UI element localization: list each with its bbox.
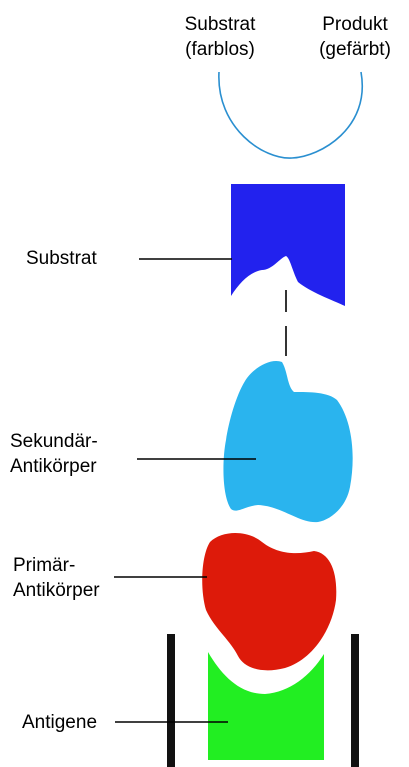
label-substrate: Substrat [26,248,97,269]
label-primary-antibody: Primär- Antikörper [13,553,100,603]
label-substrate-colorless: Substrat (farblos) [160,12,280,62]
label-product-line1: Produkt [322,14,388,35]
reaction-arc [218,71,364,159]
secondary-antibody-shape [223,360,353,523]
label-product-colored: Produkt (gefärbt) [300,12,409,62]
antigen-shape [208,652,324,760]
label-primary-line1: Primär- [13,555,76,576]
substrate-block [231,184,345,306]
well-right-wall [351,634,359,767]
label-secondary-antibody: Sekundär- Antikörper [10,429,98,479]
primary-antibody-shape [202,533,337,671]
label-substrate-top-line2: (farblos) [185,39,255,60]
label-primary-line2: Antikörper [13,580,100,601]
label-secondary-line2: Antikörper [10,456,97,477]
well-left-wall [167,634,175,767]
label-antigens: Antigene [22,712,98,733]
label-substrate-top-line1: Substrat [184,14,256,35]
label-product-line2: (gefärbt) [319,39,391,60]
label-secondary-line1: Sekundär- [10,431,98,452]
